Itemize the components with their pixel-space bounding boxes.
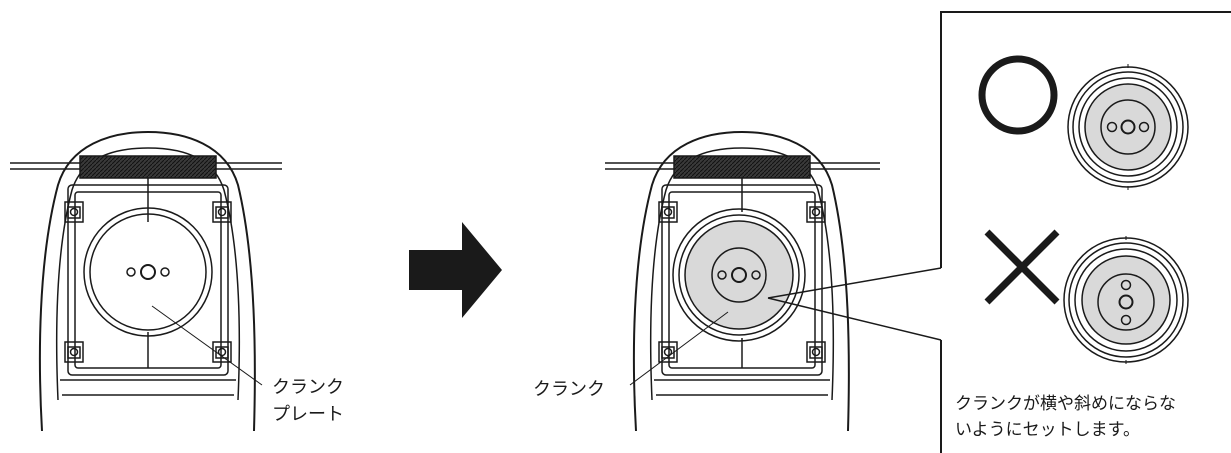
left-device bbox=[10, 130, 282, 432]
cross-ng-icon bbox=[984, 229, 1060, 305]
crank-label: クランク bbox=[533, 379, 605, 400]
crank-plate-label-line1: クランク bbox=[272, 377, 344, 398]
detail-panel bbox=[767, 11, 1231, 453]
right-arrow-icon bbox=[409, 222, 502, 318]
circle-ok-icon bbox=[978, 55, 1058, 135]
crank-plate-label-line2: プレート bbox=[272, 404, 344, 425]
note-line2: いようにセットします。 bbox=[955, 420, 1140, 440]
note-line1: クランクが横や斜めにならな bbox=[955, 394, 1176, 414]
right-device bbox=[605, 130, 880, 432]
